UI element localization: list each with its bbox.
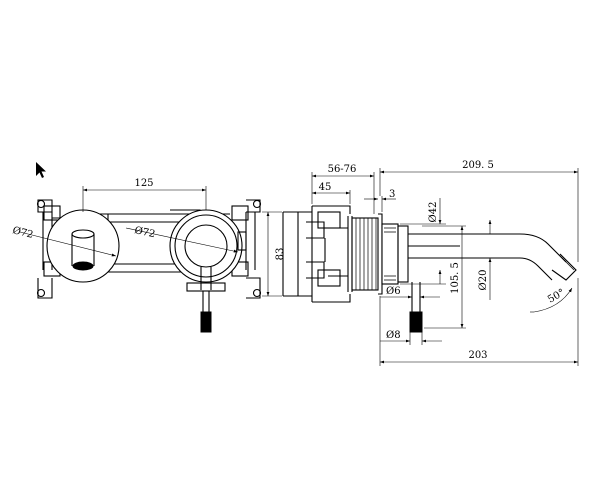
- dim-dia42-label: Ø42: [428, 202, 439, 223]
- dim-83-label: 83: [275, 248, 286, 261]
- dim-209-5-label: 209. 5: [462, 160, 494, 171]
- dim-125: 125: [82, 178, 207, 212]
- dim-dia6-label: Ø6: [386, 286, 401, 297]
- handle-plate-circle: [169, 209, 243, 333]
- dim-105-5-label: 105. 5: [450, 262, 461, 294]
- dim-56-76: 56-76: [311, 164, 375, 214]
- outlet-circle: [46, 209, 120, 283]
- dim-dia6: Ø6: [380, 286, 440, 299]
- threaded-sleeve: [351, 213, 383, 295]
- dim-dia72-center-label: Ø72: [133, 225, 156, 240]
- dim-dia8: Ø8: [380, 330, 442, 345]
- dim-56-76-label: 56-76: [328, 164, 357, 175]
- spout: [408, 233, 577, 281]
- dim-209-5: 209. 5: [379, 160, 579, 262]
- dim-dia72-center: Ø72: [125, 225, 239, 253]
- dim-203-label: 203: [468, 350, 487, 361]
- dim-105-5: 105. 5: [422, 225, 466, 329]
- dim-203: 203: [379, 278, 579, 366]
- bracket-right: [231, 199, 262, 299]
- side-body: [282, 205, 353, 303]
- dim-dia42: Ø42: [400, 198, 446, 285]
- dim-83: 83: [262, 211, 286, 297]
- dim-dia20: Ø20: [478, 220, 492, 300]
- side-view: 209. 5 56-76 45 3 83: [262, 160, 579, 366]
- dim-dia8-label: Ø8: [386, 330, 401, 341]
- front-view: 125 Ø72 Ø72: [11, 178, 262, 333]
- dim-50deg-label: 50°: [546, 287, 567, 305]
- dim-125-label: 125: [134, 178, 153, 189]
- dim-45: 45: [312, 182, 351, 204]
- dim-45-label: 45: [319, 182, 332, 193]
- mouse-pointer-icon: [36, 162, 46, 178]
- dim-3: 3: [364, 189, 396, 212]
- dim-dia72-left-label: Ø72: [11, 225, 34, 241]
- handle-lever: [409, 282, 423, 333]
- dim-50deg: 50°: [530, 287, 573, 313]
- dim-dia20-label: Ø20: [478, 270, 489, 291]
- dim-dia72-left: Ø72: [11, 225, 117, 257]
- cover-plate: [381, 223, 409, 285]
- dim-3-label: 3: [389, 189, 395, 200]
